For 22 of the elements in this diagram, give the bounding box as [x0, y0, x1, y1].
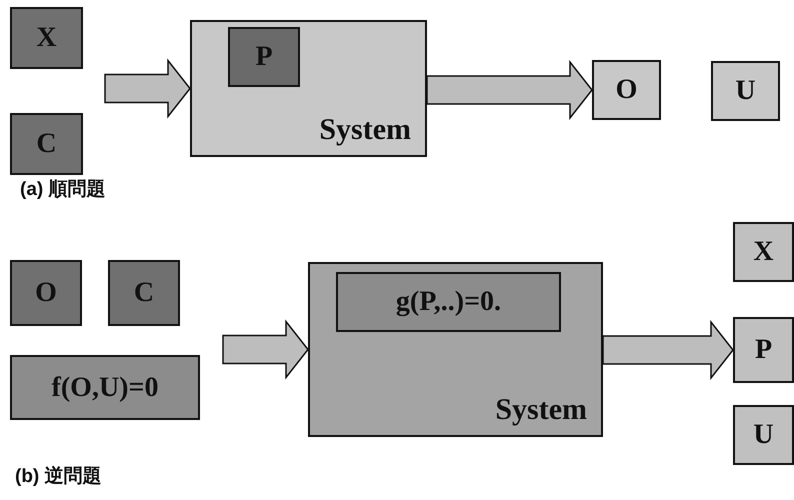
variable-box: P: [228, 27, 300, 87]
variable-box: U: [733, 405, 794, 465]
system-box: [190, 20, 427, 157]
caption-label: (b) 逆問題: [15, 464, 102, 489]
block-arrow: [104, 58, 191, 119]
variable-box: U: [711, 61, 780, 121]
variable-box: X: [10, 7, 83, 69]
variable-box: O: [10, 260, 82, 326]
block-arrow: [222, 319, 309, 380]
system-label: System: [495, 393, 587, 427]
variable-box: P: [733, 317, 794, 383]
variable-box: O: [592, 60, 661, 120]
variable-box: C: [108, 260, 180, 326]
system-label: System: [319, 113, 411, 147]
equation-box: g(P,..)=0.: [336, 272, 561, 332]
system-box: [308, 262, 603, 437]
equation-box: f(O,U)=0: [10, 355, 200, 420]
variable-box: C: [10, 113, 83, 175]
caption-label: (a) 順問題: [20, 178, 106, 202]
variable-box: X: [733, 222, 794, 282]
block-arrow: [602, 320, 734, 380]
block-arrow: [426, 60, 593, 120]
